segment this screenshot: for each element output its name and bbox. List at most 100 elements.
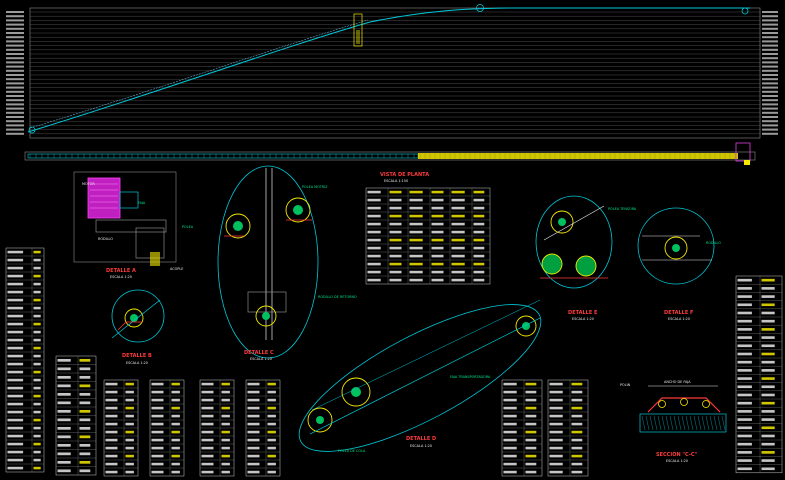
plan-table-cell-mark [389,262,402,266]
bom-table-left-cell-mark [33,442,41,446]
bom-table-mid-4-cell-mark [267,446,276,450]
bom-table-left-cell-mark [33,298,41,302]
detail-f-title: DETALLE F [664,310,693,316]
bom-table-mid-3-cell-mark [221,462,230,466]
bom-table-mid-2-cell-mark [171,406,180,410]
hatch-line [669,415,674,431]
label-rodillo-f: RODILLO [706,241,721,245]
plan-table-cell-mark [473,214,485,218]
label-polea-cola: POLEA DE COLA [338,449,366,453]
bom-table-mid-1-cell-mark [125,462,134,466]
bom-table-mid-4-cell-mark [247,382,260,386]
bom-table-left-cell-mark [33,418,41,422]
elevation-left-tick [6,107,24,110]
elevation-left-tick [6,90,24,93]
bom-table-right-1-cell-mark [525,454,537,458]
detail-d-scale: ESCALA 1:20 [410,444,432,448]
bom-table-mid-4-cell-mark [247,470,260,474]
plan-table-cell-mark [389,270,402,274]
plan-table-cell-mark [473,246,485,250]
bom-table-far-right-cell-mark [737,385,752,389]
elevation-right-tick [762,23,778,26]
bom-table-mid-3-cell-mark [221,422,230,426]
plan-table-cell-mark [431,230,444,234]
bom-table-mid-1-cell-mark [125,390,134,394]
bom-table-mid-3-cell-mark [201,382,214,386]
bom-table-mid-1-cell-mark [105,398,118,402]
bom-table-left-cell-mark [7,442,24,446]
plan-table-cell-mark [451,238,465,242]
elevation-left-tick [6,32,24,34]
bom-table-left-cell-mark [7,434,24,438]
bom-table-far-right-cell-mark [761,434,775,438]
bom-table-mid-2-cell-mark [171,398,180,402]
bom-table-mid-3-cell-mark [221,390,230,394]
bom-table-mid-4-cell-mark [267,414,276,418]
bom-table-mid-2-cell-mark [151,454,164,458]
section-scale: ESCALA 1:20 [666,459,688,463]
elevation-right-tick [762,19,778,22]
plan-view-table: VISTA DE PLANTA ESCALA 1:150 [365,172,491,285]
bom-table-mid-2-cell-mark [151,398,164,402]
elevation-left-tick [6,99,24,102]
bom-table-mid-3-cell-mark [201,446,214,450]
bom-table-left-cell-mark [33,410,41,414]
bom-table-left-2-cell-mark [79,409,91,413]
elevation-left-tick [6,132,24,135]
detail-b-roller-core [130,314,138,322]
bom-table-mid-3-cell-mark [201,454,214,458]
bom-table-mid-3-cell-mark [201,462,214,466]
bom-table-left-cell-mark [7,282,24,286]
elevation-right-tick [762,116,778,118]
bom-table-left-cell-mark [7,354,24,358]
bom-table-left-cell-mark [33,330,41,334]
bom-table-left-cell-mark [7,386,24,390]
bom-table-far-right-cell-mark [761,459,775,462]
section-idler-left [658,400,666,408]
label-faja-a: FAJA [138,201,146,205]
plan-table-cell-mark [431,190,444,194]
bom-table-mid-1-cell-mark [105,414,118,418]
label-rodillo-a: RODILLO [98,237,113,241]
detail-c-scale: ESCALA 1:20 [250,357,272,361]
bom-table-left-2-cell-mark [79,469,91,473]
detail-d-belt [309,317,541,435]
bom-table-mid-1-cell-mark [125,414,134,418]
plan-table-cell-mark [473,270,485,274]
plan-table-cell-mark [389,190,402,194]
bom-table-mid-2-cell-mark [171,462,180,466]
bom-table-mid-3-cell-mark [201,422,214,426]
plan-table-cell-mark [367,214,381,218]
bom-table-left-cell-mark [33,386,41,390]
plan-table-cell-mark [431,198,444,202]
plan-table-cell-mark [451,246,465,250]
elevation-left-tick [6,27,24,30]
bom-table-far-right-cell-mark [761,451,775,454]
bom-table-left-cell-mark [33,450,41,454]
bom-table-mid-2-cell-mark [171,446,180,450]
plan-table-cell-mark [409,230,423,234]
plan-table-cell-mark [451,206,465,210]
bom-table-left-2-cell-mark [57,443,71,447]
elevation-left-tick [6,53,24,55]
plan-table-cell-mark [409,246,423,250]
plan-strip-cyan [27,153,419,159]
elevation-right-tick [762,15,778,18]
bom-table-mid-2-cell-mark [151,438,164,442]
plan-table-cell-mark [409,206,423,210]
bom-table-left-2-cell-mark [79,426,91,430]
detail-b: DETALLE B ESCALA 1:20 [111,289,165,365]
bom-table-right-2-cell-mark [549,422,563,426]
bom-table-far-right-cell-mark [761,401,775,405]
bom-table-far-right-cell-mark [761,303,775,307]
plan-table-cell-mark [409,198,423,202]
elevation-left-tick [6,36,24,39]
bom-table-left-cell-mark [7,394,24,398]
plan-table-cell-mark [409,190,423,194]
detail-c-roller-right [285,197,311,223]
detail-e: POLEA TENSORA DETALLE E ESCALA 1:20 [535,195,637,321]
bom-table-far-right-cell-mark [737,377,752,380]
bom-table-left-2-cell-mark [79,435,91,439]
elevation-right-tick [762,27,778,30]
